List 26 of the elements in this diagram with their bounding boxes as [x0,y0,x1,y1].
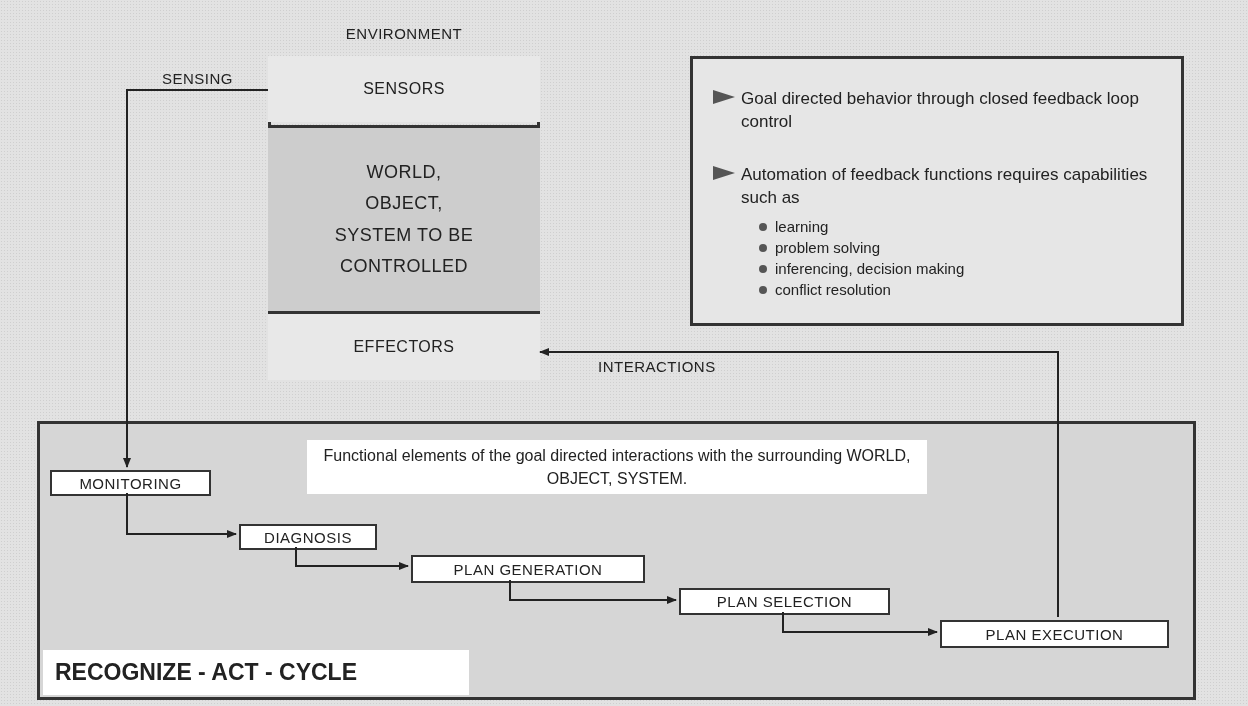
sub-bullet-text: problem solving [775,238,881,258]
process-box: DIAGNOSIS [239,524,377,550]
system-box [268,125,540,311]
cycle-panel [37,421,1196,700]
info-panel [690,56,1184,326]
connector-arrow [123,89,269,468]
sub-bullet-text: conflict resolution [775,280,891,300]
box-label: WORLD, OBJECT, SYSTEM TO BE CONTROLLED [333,160,475,278]
sub-bullet-text: inferencing, decision making [775,259,965,279]
sub-bullet-text: learning [775,217,829,237]
box-label: EFFECTORS [352,337,456,357]
box-label: SENSORS [362,79,446,99]
connector-arrow [539,348,1059,618]
sensors-box [268,56,540,122]
process-box: PLAN GENERATION [411,555,645,583]
process-box: PLAN EXECUTION [940,620,1169,648]
process-box: MONITORING [50,470,211,496]
edge-label: INTERACTIONS [598,358,716,375]
bullet-text: Goal directed behavior through closed feedback loop control [741,88,1140,133]
bullet-text: Automation of feedback functions requires capabilities such as [741,164,1149,209]
caption-note: Functional elements of the goal directed interactions with the surrounding WORLD, OBJECT, SYSTEM. [307,440,927,494]
box-heading: ENVIRONMENT [344,25,464,42]
effectors-box [268,311,540,380]
cycle-title: RECOGNIZE - ACT - CYCLE [43,650,469,695]
process-box: PLAN SELECTION [679,588,890,615]
edge-label: SENSING [162,70,233,87]
